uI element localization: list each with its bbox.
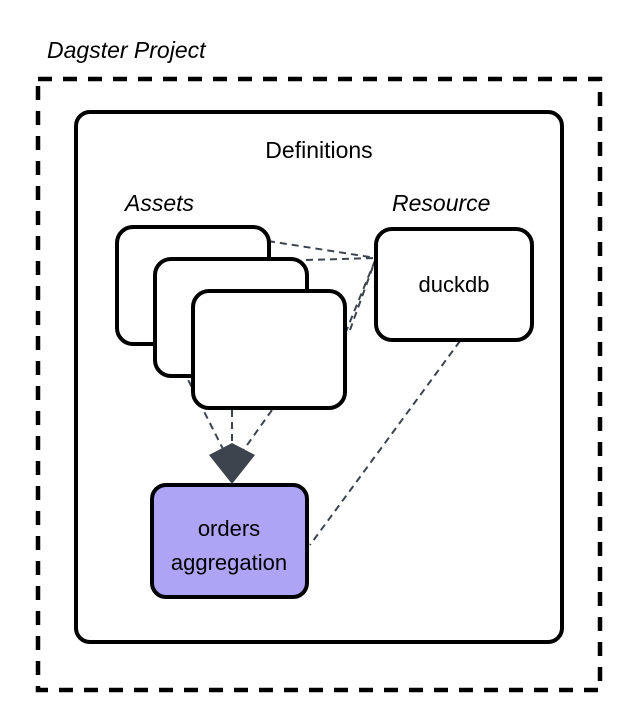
group-label-assets: Assets (123, 190, 195, 216)
connector-duckdb-to-orders-aggregation (309, 340, 461, 546)
node-orders-aggregation-label-line1: orders (198, 516, 260, 541)
node-orders-aggregation-label-line2: aggregation (171, 550, 287, 575)
connector-asset1-to-duckdb (267, 240, 377, 259)
node-duckdb[interactable] (374, 227, 534, 342)
connector-asset3-to-orders-aggregation (239, 409, 273, 456)
connector-asset3-to-duckdb (349, 257, 377, 331)
arrowhead-cap-orders-aggregation (209, 443, 255, 455)
node-duckdb-label: duckdb (419, 272, 490, 297)
asset-card-3[interactable] (191, 289, 347, 410)
group-label-resource: Resource (392, 190, 490, 216)
arrowhead-into-orders-aggregation (209, 455, 255, 484)
connector-asset1-to-orders-aggregation (171, 347, 227, 456)
definitions-title: Definitions (265, 137, 372, 163)
node-orders-aggregation[interactable] (150, 483, 309, 599)
outer-frame-dagster-project (35, 76, 603, 693)
outer-frame-label: Dagster Project (47, 37, 207, 63)
